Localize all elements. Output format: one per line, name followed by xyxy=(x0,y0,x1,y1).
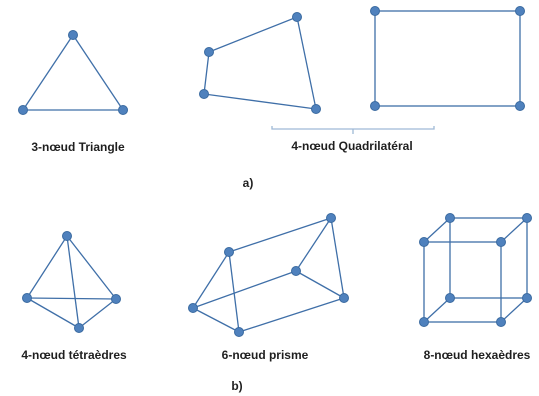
prism-edge xyxy=(192,307,240,333)
tetra-edge xyxy=(26,297,117,300)
cube-back-face xyxy=(449,217,528,299)
triangle-label: 3-nœud Triangle xyxy=(31,140,125,154)
prism-node xyxy=(234,327,244,337)
triangle-edge xyxy=(22,34,74,111)
prism-node xyxy=(291,266,301,276)
triangle-node xyxy=(68,30,78,40)
tetra-edge xyxy=(66,235,117,300)
cube-node xyxy=(496,237,506,247)
section-a-marker: a) xyxy=(243,176,254,190)
triangle-element xyxy=(18,30,128,115)
rect-node xyxy=(370,6,380,16)
cube-edge xyxy=(500,217,528,243)
cube-edge xyxy=(423,217,451,243)
prism-edge xyxy=(238,297,345,333)
prism-element xyxy=(188,213,349,337)
triangle-edge xyxy=(72,34,124,111)
tetra-label: 4-nœud tétraèdres xyxy=(21,348,127,362)
quad-label: 4-nœud Quadrilatéral xyxy=(291,139,412,153)
cube-node xyxy=(419,317,429,327)
triangle-node xyxy=(18,105,28,115)
irregular-quadrilateral-element xyxy=(199,12,321,114)
prism-edge xyxy=(295,270,345,299)
cube-node xyxy=(522,293,532,303)
prism-edge xyxy=(330,217,345,299)
tetra-edge xyxy=(78,298,117,329)
tetra-node xyxy=(74,323,84,333)
quad-node xyxy=(311,104,321,114)
quad-outline xyxy=(203,16,317,110)
prism-node xyxy=(224,247,234,257)
quad-node xyxy=(292,12,302,22)
cube-node xyxy=(445,293,455,303)
tetra-edge xyxy=(66,235,80,329)
quad-group-brace xyxy=(271,126,435,134)
prism-node xyxy=(326,213,336,223)
rect-node xyxy=(515,6,525,16)
cube-front-face xyxy=(423,241,502,323)
hexa-label: 8-nœud hexaèdres xyxy=(424,348,531,362)
tetra-node xyxy=(22,293,32,303)
prism-label: 6-nœud prisme xyxy=(222,348,309,362)
triangle-node xyxy=(118,105,128,115)
tetrahedron-element xyxy=(22,231,121,333)
prism-edge xyxy=(295,217,332,272)
hexahedron-element xyxy=(419,213,532,327)
prism-edge xyxy=(192,270,297,309)
tetra-node xyxy=(111,294,121,304)
rect-node xyxy=(370,101,380,111)
quad-node xyxy=(199,89,209,99)
cube-edge xyxy=(500,297,528,323)
prism-edge xyxy=(228,251,240,333)
rectangle-quadrilateral-element xyxy=(370,6,525,111)
cube-edge xyxy=(423,297,451,323)
quad-node xyxy=(204,47,214,57)
rect-node xyxy=(515,101,525,111)
tetra-edge xyxy=(26,297,80,329)
tetra-edge xyxy=(26,235,68,299)
prism-edge xyxy=(228,217,332,253)
prism-node xyxy=(339,293,349,303)
tetra-node xyxy=(62,231,72,241)
prism-edge xyxy=(192,251,230,309)
cube-node xyxy=(522,213,532,223)
cube-node xyxy=(496,317,506,327)
cube-node xyxy=(419,237,429,247)
rect-outline xyxy=(374,10,521,107)
section-b-marker: b) xyxy=(231,379,242,393)
prism-node xyxy=(188,303,198,313)
cube-node xyxy=(445,213,455,223)
